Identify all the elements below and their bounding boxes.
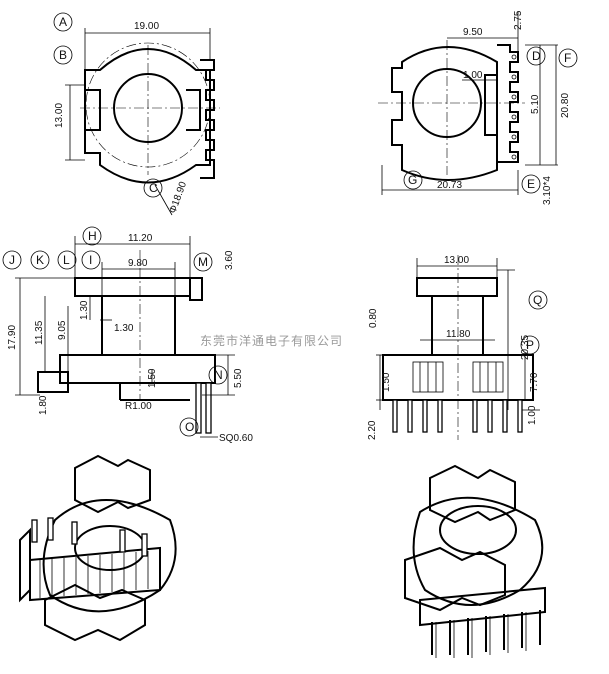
label-f: F <box>564 51 571 65</box>
label-i: I <box>89 253 92 267</box>
dim-9-05: 9.05 <box>57 320 68 340</box>
label-l: L <box>63 253 70 267</box>
dim-diameter: Φ18.90 <box>167 180 189 215</box>
label-j: J <box>9 253 15 267</box>
dim-0-80: 0.80 <box>368 308 379 328</box>
dim-1-50: 1.50 <box>147 368 158 388</box>
top-view-right-labels: 9.50 2.75 1.00 5.10 20.80 20.73 3.10*4 D… <box>403 10 578 205</box>
label-b: B <box>59 48 67 62</box>
dim-5-50: 5.50 <box>233 368 244 388</box>
side-view-labels: 11.20 9.80 3.60 17.90 11.35 9.05 1.30 1.… <box>2 226 253 444</box>
dim-2-75: 2.75 <box>513 10 524 30</box>
side-view <box>15 236 235 438</box>
label-k: K <box>36 253 44 267</box>
label-o: O <box>185 420 194 434</box>
label-m: M <box>198 255 208 269</box>
dim-11-35: 11.35 <box>34 320 45 345</box>
top-view-right <box>378 12 558 195</box>
dim-11-20: 11.20 <box>128 233 153 244</box>
dim-13-00-front: 13.00 <box>444 255 469 266</box>
top-view-left-labels: 19.00 13.00 Φ18.90 A B C <box>53 12 189 215</box>
isometric-view-right <box>404 464 546 658</box>
dim-1-00: 1.00 <box>463 70 483 81</box>
label-g: G <box>408 173 417 187</box>
dim-11-80: 11.80 <box>446 329 471 340</box>
dim-1-30-horizontal: 1.30 <box>114 323 134 334</box>
dim-7-70: 7.70 <box>529 372 540 392</box>
label-q: Q <box>533 293 542 307</box>
dim-3-60: 3.60 <box>224 250 235 270</box>
label-a: A <box>59 15 67 29</box>
dim-20-73: 20.73 <box>437 180 462 191</box>
dim-3-10x4: 3.10*4 <box>542 176 553 205</box>
dim-sq0-60: SQ0.60 <box>219 433 253 444</box>
dim-9-80: 9.80 <box>128 258 148 269</box>
dim-1-50-front: 1.50 <box>381 372 392 392</box>
dim-20-80: 20.80 <box>560 93 571 118</box>
dim-20-35: 20.35 <box>520 335 531 360</box>
dim-13-00: 13.00 <box>54 103 65 128</box>
front-view-labels: 13.00 0.80 11.80 20.35 1.50 7.70 2.20 1.… <box>367 255 548 440</box>
label-p: P <box>526 338 534 352</box>
label-d: D <box>532 49 541 63</box>
label-n: N <box>214 368 223 382</box>
front-view <box>376 255 540 440</box>
dim-19-00: 19.00 <box>134 21 159 32</box>
dim-1-30-vertical: 1.30 <box>79 300 90 320</box>
label-c: C <box>149 181 158 195</box>
dim-5-10: 5.10 <box>530 94 541 114</box>
dim-2-20: 2.20 <box>367 420 378 440</box>
isometric-view-left <box>19 454 177 642</box>
label-h: H <box>88 229 97 243</box>
dim-1-00-front: 1.00 <box>527 405 538 425</box>
dim-17-90: 17.90 <box>7 325 18 350</box>
company-watermark: 东莞市洋通电子有限公司 <box>200 333 343 348</box>
label-e: E <box>527 177 535 191</box>
dim-r1-00: R1.00 <box>125 401 152 412</box>
dim-1-80: 1.80 <box>38 395 49 415</box>
dim-9-50: 9.50 <box>463 27 483 38</box>
top-view-left <box>65 28 220 216</box>
